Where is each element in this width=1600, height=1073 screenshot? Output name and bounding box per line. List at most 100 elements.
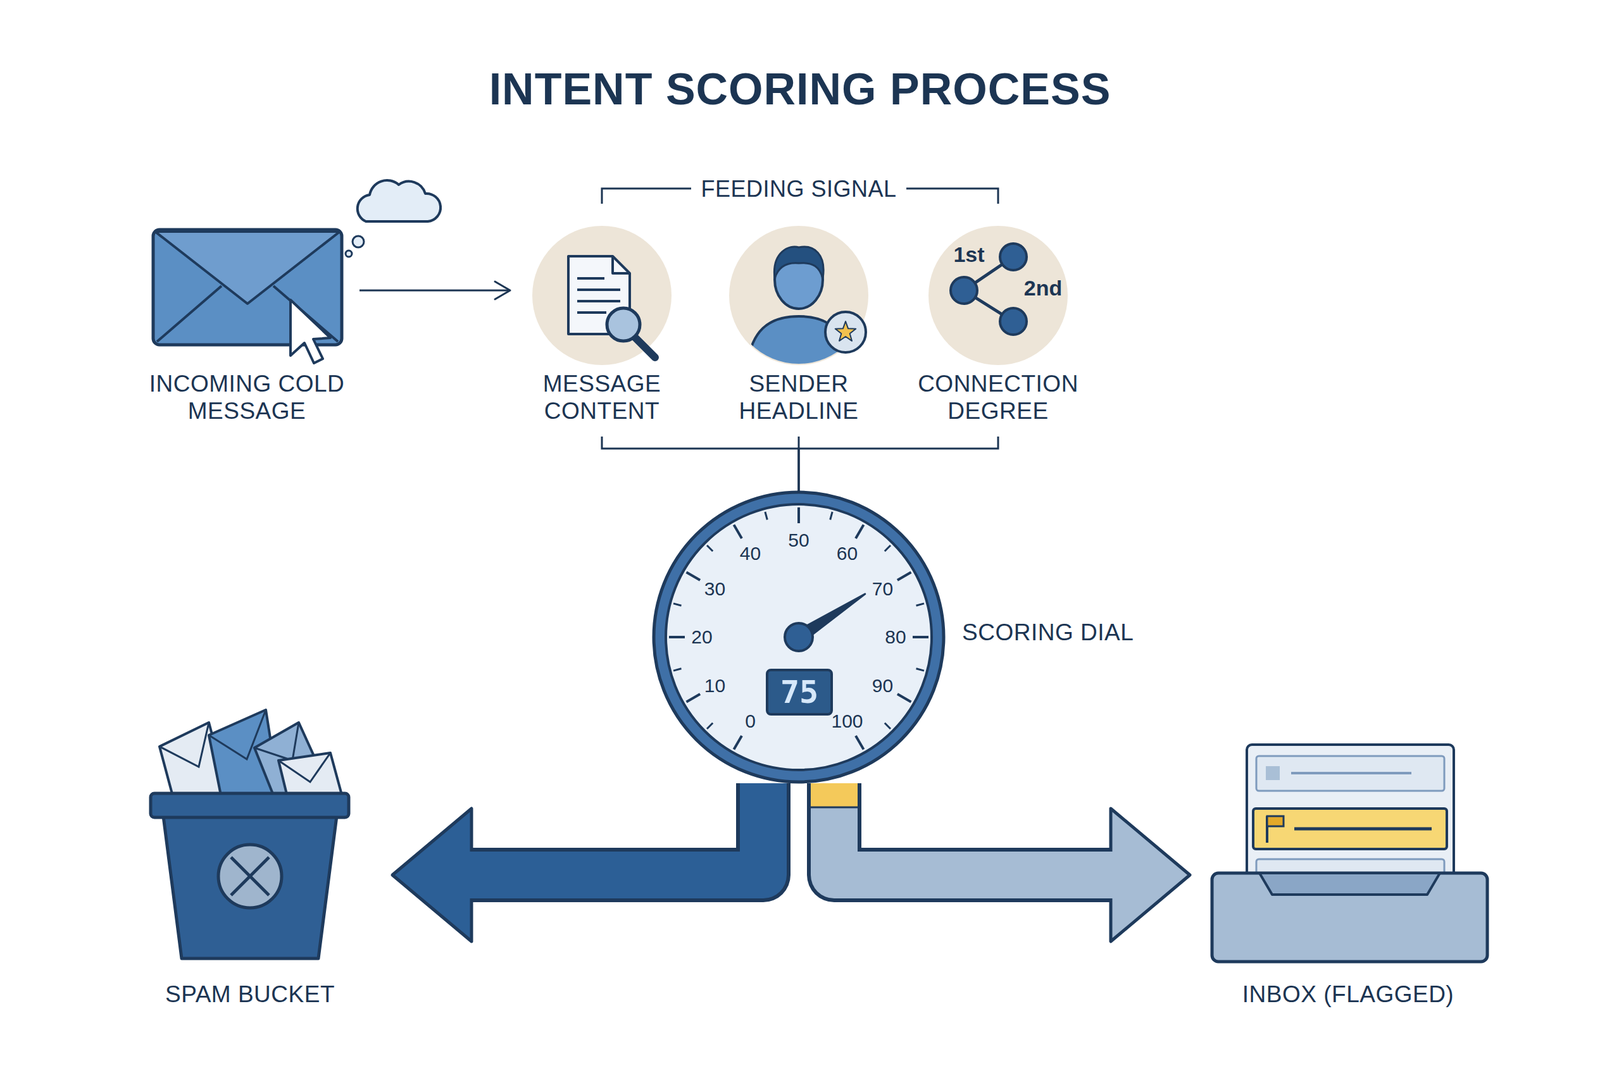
connector [810, 783, 1190, 942]
trash-bucket [231, 857, 269, 896]
degree-label: 1st [953, 241, 985, 268]
signal-circle: SENDER HEADLINE [706, 224, 891, 437]
connector-line [601, 436, 799, 493]
trash-bucket [218, 844, 282, 909]
signal-circle: MESSAGE CONTENT [510, 224, 694, 437]
dial-number: 20 [691, 625, 713, 649]
dial-number: 80 [884, 625, 906, 649]
arrow-head [494, 281, 511, 300]
dial-tick [686, 572, 701, 582]
inbox-tray [1294, 827, 1432, 832]
dial-tick [916, 668, 925, 671]
inbox-tray: INBOX (FLAGGED) [1189, 734, 1507, 1026]
gauge-dial [665, 504, 932, 771]
trash-bucket [150, 793, 349, 818]
thought-bubble [345, 180, 441, 257]
dial-number: 40 [739, 542, 761, 566]
inbox-tray [1212, 744, 1488, 963]
dial-tick [916, 603, 925, 606]
dial-number: 90 [872, 674, 894, 698]
network-icon [950, 277, 978, 304]
cursor-pointer [290, 300, 331, 364]
dial-tick [765, 512, 768, 521]
thought-bubble [357, 180, 441, 222]
network-icon [928, 225, 1068, 366]
connector-line [798, 436, 999, 493]
dial-tick [884, 723, 891, 730]
document-icon [634, 336, 656, 358]
dial-tick [673, 668, 682, 671]
spam-bucket: SPAM BUCKET [107, 696, 393, 1026]
gauge-dial [668, 507, 929, 750]
trash-bucket [163, 816, 337, 959]
dial-tick [706, 723, 713, 730]
gauge-dial [784, 623, 813, 652]
message-source: INCOMING COLD MESSAGE [134, 224, 360, 437]
cursor-pointer [290, 300, 331, 364]
dial-number: 0 [744, 710, 756, 733]
flow-band [467, 783, 764, 876]
trash-bucket [150, 710, 349, 959]
document-icon [606, 308, 640, 342]
dial-number: 30 [704, 577, 726, 601]
trash-bucket [231, 857, 269, 896]
person-icon [729, 225, 869, 371]
node-label: MESSAGE CONTENT [510, 370, 694, 425]
dial-number: 10 [704, 674, 726, 698]
node-label: INCOMING COLD MESSAGE [134, 370, 360, 425]
connector-line [359, 289, 511, 292]
flow-band [834, 783, 1115, 876]
dial-tick [734, 736, 743, 750]
document-icon [532, 225, 672, 366]
trash-bucket [278, 753, 331, 783]
envelope-icon [155, 231, 340, 304]
group-label: FEEDING SIGNAL [691, 175, 906, 203]
flow-band-highlight [810, 783, 858, 808]
dial-number: 70 [872, 577, 894, 601]
gauge-dial [767, 670, 832, 715]
trash-bucket [159, 722, 209, 768]
document-icon [577, 288, 621, 292]
inbox-tray [1256, 756, 1445, 792]
person-icon [825, 312, 866, 353]
inbox-tray [1291, 772, 1412, 775]
dial-tick [884, 545, 891, 552]
envelope-icon [156, 286, 222, 342]
inbox-tray [1253, 808, 1447, 850]
dial-tick [897, 572, 912, 582]
dial-tick [897, 694, 912, 703]
person-icon [774, 246, 824, 279]
dial-tick [912, 636, 929, 639]
node-label: SCORING DIAL [962, 618, 1159, 647]
dial-tick [686, 694, 701, 703]
gauge-dial [653, 492, 944, 783]
inbox-tray [1212, 873, 1488, 963]
arrow-head [1110, 808, 1190, 942]
dial-tick [668, 636, 685, 639]
connector [601, 436, 799, 493]
network-icon [1000, 308, 1027, 335]
inbox-tray [1265, 766, 1280, 781]
dial-tick [673, 603, 682, 606]
node-label: SPAM BUCKET [107, 981, 393, 1009]
network-icon [928, 225, 1068, 366]
person-icon [835, 321, 856, 342]
document-icon [612, 256, 630, 274]
scoring-dial: SCORING DIAL [653, 492, 1161, 784]
thought-bubble [352, 236, 364, 248]
connector [359, 281, 511, 300]
dial-tick [734, 525, 743, 540]
thought-bubble [345, 250, 352, 257]
signal-circle: CONNECTION DEGREE [906, 224, 1090, 437]
dial-tick [855, 525, 864, 540]
diagram-title: INTENT SCORING PROCESS [0, 62, 1600, 117]
node-label: SENDER HEADLINE [706, 370, 891, 425]
connector [798, 436, 999, 493]
dial-number: 60 [836, 542, 858, 566]
score-readout: 75 [780, 673, 819, 712]
dial-number: 50 [787, 529, 809, 552]
document-icon [577, 277, 605, 280]
inbox-tray [1256, 859, 1445, 895]
document-icon [577, 311, 607, 314]
inbox-tray [1267, 816, 1284, 827]
